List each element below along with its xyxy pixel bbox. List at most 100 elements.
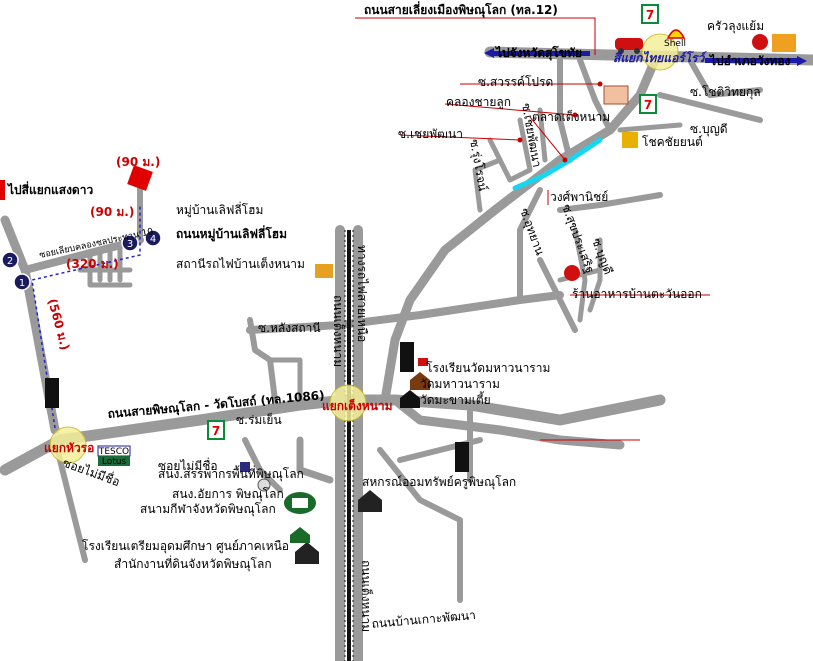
label-road-tengnam-b: ถนนเต็งหนาม (359, 560, 374, 632)
government-building-icon (358, 490, 382, 512)
svg-text:7: 7 (212, 424, 220, 438)
road-1086-east (390, 395, 625, 450)
marker-4: 4 (144, 229, 162, 247)
school-flag-icon (418, 358, 428, 366)
seven-eleven-icon: 7 (207, 420, 225, 440)
label-road-moo-ban: ถนนหมู่บ้านเลิฟลี่โฮม (176, 225, 287, 242)
road-east-d (572, 227, 588, 323)
road-soi-g (472, 157, 503, 213)
label-talat-teng-nam: ตลาดเต็งหนาม (532, 109, 610, 124)
saengdao-marker (0, 180, 5, 200)
route-dashed-line (31, 205, 141, 429)
restaurant-icon (752, 34, 796, 52)
label-stadium: สนามกีฬาจังหวัดพิษณุโลก (140, 502, 276, 517)
road-network (0, 46, 813, 661)
map-icons: 7 7 7 (45, 4, 796, 564)
government-building-icon (295, 542, 319, 564)
stadium-icon (284, 492, 316, 514)
intersection-top (641, 33, 679, 71)
road-south-c (377, 447, 463, 603)
road-soi-e (617, 122, 683, 133)
label-soi-sukprasert: ซ.สุขประเสริฐ (558, 202, 597, 275)
label-shell: Shell (664, 39, 686, 49)
label-dist-320: (320 ม.) (66, 257, 119, 271)
label-soi-behind-station: ซ.หลังสถานี (258, 321, 321, 335)
svg-text:2: 2 (7, 256, 13, 267)
road-estate-grid (77, 247, 133, 288)
seven-eleven-icon: 7 (641, 4, 659, 24)
label-to-wang-thong: ไปอำเภอวังทอง (708, 53, 791, 68)
map-labels: ถนนสายเลี่ยงเมืองพิษณุโลก (ทล.12) ไปจังห… (6, 1, 791, 632)
label-soi-choti: ซ.โชติวิทยกุล (690, 85, 761, 100)
label-wong-phanit: วงศ์พานิชย์ (550, 190, 608, 204)
label-intersection-tengnam: แยกเต็งหนาม (322, 398, 393, 413)
label-dot-d (517, 137, 523, 143)
svg-text:7: 7 (646, 8, 654, 22)
label-coop: สหกรณ์ออมทรัพย์ครูพิษณุโลก (362, 475, 516, 490)
road-moo-ban (21, 236, 144, 274)
road-south-a (296, 436, 334, 484)
road-soi-b (577, 57, 613, 133)
building-icon (400, 342, 414, 372)
label-land-office: สำนักงานที่ดินจังหวัดพิษณุโลก (114, 555, 272, 572)
intersection-tengnam (329, 384, 367, 422)
svg-text:3: 3 (127, 239, 133, 250)
label-leader-lines (355, 17, 710, 441)
road-southwest (52, 437, 88, 563)
road-soi-d (657, 92, 763, 123)
label-rail-line: ทางรถไฟสายเหนือ (355, 245, 369, 342)
road-north-spine (380, 55, 660, 405)
direction-arrows (0, 48, 807, 429)
car-icon (615, 38, 643, 54)
seven-eleven-icon: 7 (639, 94, 657, 114)
label-soi-rungroj: ซ.รุ่งโรจน์ (466, 138, 490, 192)
road-west-loop (267, 357, 303, 403)
excise-icon (257, 478, 271, 492)
tax-office-icon (240, 462, 250, 472)
arrow-right-wangthong (797, 56, 807, 66)
label-intersection-hua-ro: แยกหัวรอ (44, 441, 94, 455)
road-south-b (242, 437, 283, 493)
road-soi-c (687, 57, 763, 98)
label-road-ban-ko: ถนนบ้านเกาะพัฒนา (371, 608, 476, 631)
label-dist-90-b: (90 ม.) (90, 205, 134, 219)
marker-2: 2 (1, 251, 19, 269)
road-behind-station-west (247, 317, 278, 403)
market-icon (603, 85, 629, 105)
svg-text:TESCO: TESCO (98, 447, 129, 457)
label-school-triam: โรงเรียนเตรียมอุดมศึกษา ศูนย์ภาคเหนือ (82, 539, 289, 554)
railway (344, 230, 354, 661)
label-road-tengnam-a: ถนนเต็งหนาม (331, 295, 346, 367)
svg-text:1: 1 (19, 278, 25, 289)
label-wat-mahawanaram: วัดมหาวนาราม (420, 377, 500, 391)
road-east-a (517, 187, 543, 303)
road-behind-station (246, 291, 564, 334)
marker-3: 3 (121, 234, 139, 252)
label-chokchaiyon: โชคชัยยนต์ (642, 135, 703, 149)
restaurant-east-icon (564, 265, 580, 281)
intersection-hua-ro (49, 426, 87, 464)
shell-icon (666, 29, 686, 39)
label-tax-office: สนง.สรรพากรพื้นที่พิษณุโลก (158, 465, 304, 482)
label-to-saengdao: ไปสี่แยกแสงดาว (6, 181, 93, 197)
label-soi-sawan: ซ.สวรรค์โปรด (478, 75, 553, 89)
label-highway-12: ถนนสายเลี่ยงเมืองพิษณุโลก (ทล.12) (364, 1, 558, 18)
label-khlong-chai-luk: คลองชายลูก (446, 95, 511, 110)
road-soi-a (557, 57, 573, 163)
svg-text:7: 7 (644, 98, 652, 112)
temple-icon (410, 372, 430, 390)
label-school-wat: โรงเรียนวัดมหาวนาราม (426, 361, 550, 375)
svg-text:4: 4 (150, 234, 156, 245)
canal (512, 137, 603, 191)
label-to-sukhothai: ไปจังหวัดสุโขทัย (494, 45, 582, 61)
label-soi-choei-a: ซ.เชยพัฒนา (398, 127, 463, 141)
building-icon (455, 442, 469, 472)
road-east-e (587, 237, 603, 313)
train-station-icon (315, 264, 333, 278)
building-icon (45, 378, 59, 408)
label-dot-c (562, 157, 568, 163)
road-soi-h (537, 107, 548, 163)
arrow-left-sukhothai (484, 48, 494, 58)
tesco-lotus-icon: TESCO Lotus (97, 445, 131, 467)
label-dist-560: (560 ม.) (45, 297, 72, 352)
